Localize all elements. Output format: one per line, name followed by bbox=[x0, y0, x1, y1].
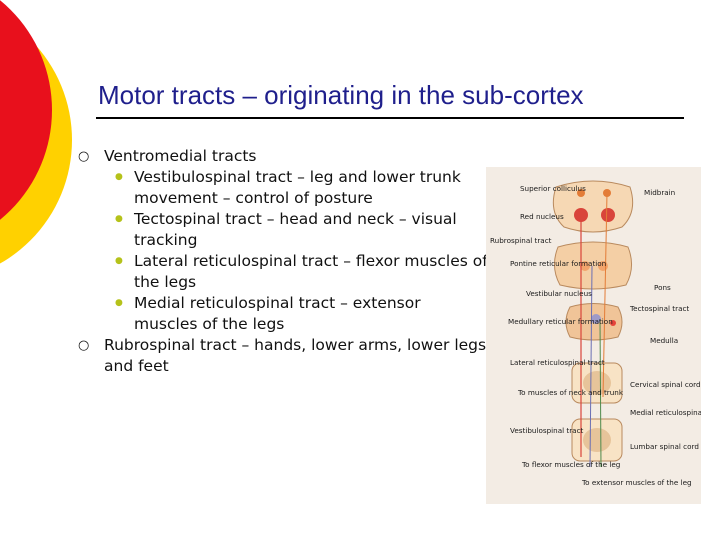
label-to-neck-trunk: To muscles of neck and trunk bbox=[517, 388, 624, 397]
label-midbrain: Midbrain bbox=[644, 188, 675, 197]
bullet-text: Rubrospinal tract – hands, lower arms, l… bbox=[104, 336, 487, 375]
label-superior-colliculus: Superior colliculus bbox=[520, 184, 586, 193]
dot-bullet-icon: ● bbox=[115, 214, 123, 224]
motor-tracts-diagram: Superior colliculus Red nucleus Rubrospi… bbox=[486, 167, 701, 504]
label-medulla: Medulla bbox=[650, 336, 678, 345]
sub-bullet: ● Lateral reticulospinal tract – flexor … bbox=[78, 251, 488, 293]
sub-bullet: ● Tectospinal tract – head and neck – vi… bbox=[78, 209, 488, 251]
label-lateral-reticulospinal-tract: Lateral reticulospinal tract bbox=[510, 358, 605, 367]
label-pontine-reticular-formation: Pontine reticular formation bbox=[510, 259, 606, 268]
ring-bullet-icon: ○ bbox=[78, 149, 90, 164]
label-medullary-reticular-formation: Medullary reticular formation bbox=[508, 317, 613, 326]
sub-bullet-text: Tectospinal tract – head and neck – visu… bbox=[134, 210, 457, 249]
sub-bullet: ● Medial reticulospinal tract – extensor… bbox=[78, 293, 488, 335]
label-medial-reticulospinal-tract: Medial reticulospinal tract bbox=[630, 408, 701, 417]
sub-bullet-text: Lateral reticulospinal tract – flexor mu… bbox=[134, 252, 488, 291]
decorative-circles bbox=[0, 0, 72, 264]
label-vestibulospinal-tract: Vestibulospinal tract bbox=[510, 426, 584, 435]
label-to-extensor: To extensor muscles of the leg bbox=[581, 478, 692, 487]
label-pons: Pons bbox=[654, 283, 671, 292]
bullet-list: ○ Ventromedial tracts ● Vestibulospinal … bbox=[78, 146, 488, 377]
bullet-rubrospinal: ○ Rubrospinal tract – hands, lower arms,… bbox=[78, 335, 488, 377]
ring-bullet-icon: ○ bbox=[78, 338, 90, 353]
label-red-nucleus: Red nucleus bbox=[520, 212, 564, 221]
sub-bullet-text: Vestibulospinal tract – leg and lower tr… bbox=[134, 168, 461, 207]
label-vestibular-nucleus: Vestibular nucleus bbox=[526, 289, 592, 298]
dot-bullet-icon: ● bbox=[115, 172, 123, 182]
label-lumbar-cord: Lumbar spinal cord bbox=[630, 442, 699, 451]
dot-bullet-icon: ● bbox=[115, 256, 123, 266]
bullet-text: Ventromedial tracts bbox=[104, 147, 257, 165]
title-underline bbox=[96, 117, 684, 119]
dot-bullet-icon: ● bbox=[115, 298, 123, 308]
label-cervical-cord: Cervical spinal cord bbox=[630, 380, 701, 389]
label-tectospinal-tract: Tectospinal tract bbox=[629, 304, 689, 313]
bullet-ventromedial: ○ Ventromedial tracts bbox=[78, 146, 488, 167]
label-rubrospinal-tract: Rubrospinal tract bbox=[490, 236, 552, 245]
label-to-flexor: To flexor muscles of the leg bbox=[521, 460, 620, 469]
sub-bullet: ● Vestibulospinal tract – leg and lower … bbox=[78, 167, 488, 209]
sub-bullet-text: Medial reticulospinal tract – extensor m… bbox=[134, 294, 421, 333]
slide-title: Motor tracts – originating in the sub-co… bbox=[98, 80, 584, 110]
